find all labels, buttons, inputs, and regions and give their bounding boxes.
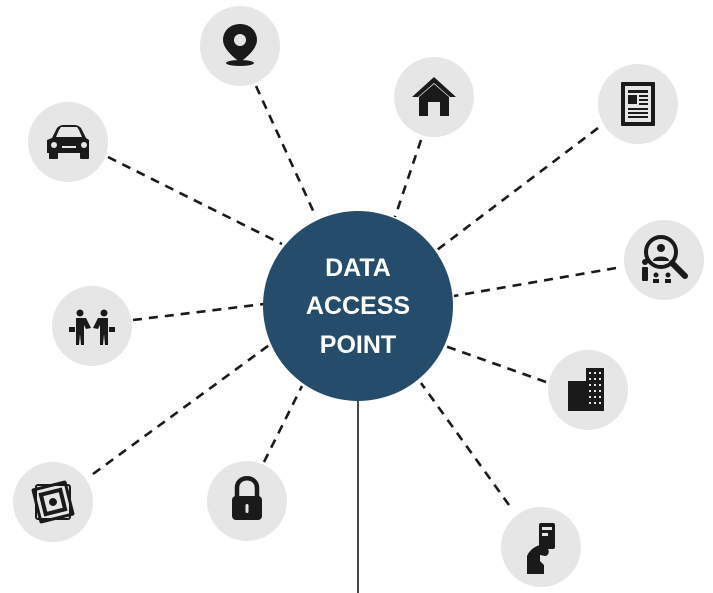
office-building-icon [568,368,604,411]
connector-handshake [132,302,265,322]
car-icon [47,125,89,159]
connectors [92,85,617,506]
connector-house [393,139,423,218]
lock-icon [232,476,262,520]
house-icon [412,77,456,116]
connector-people-search [453,266,617,298]
document-icon [621,82,655,126]
hub-label-line-2: ACCESS [306,292,410,320]
connector-credit-card [419,382,511,506]
hub-circle [263,211,453,401]
people-search-icon [642,235,688,283]
location-pin-icon [223,24,257,66]
money-icon [31,480,75,524]
node-handshake [52,286,132,366]
connector-lock [262,385,304,463]
hub: DATA ACCESS POINT [263,211,453,401]
connector-document [436,126,599,252]
handshake-icon [69,309,115,345]
hub-label-line-1: DATA [325,254,391,282]
connector-location [254,85,318,218]
hub-label-line-3: POINT [320,331,396,359]
credit-card-hand-icon [527,523,555,574]
connector-money [92,341,273,476]
connector-building [444,344,547,384]
connector-car [107,155,283,246]
